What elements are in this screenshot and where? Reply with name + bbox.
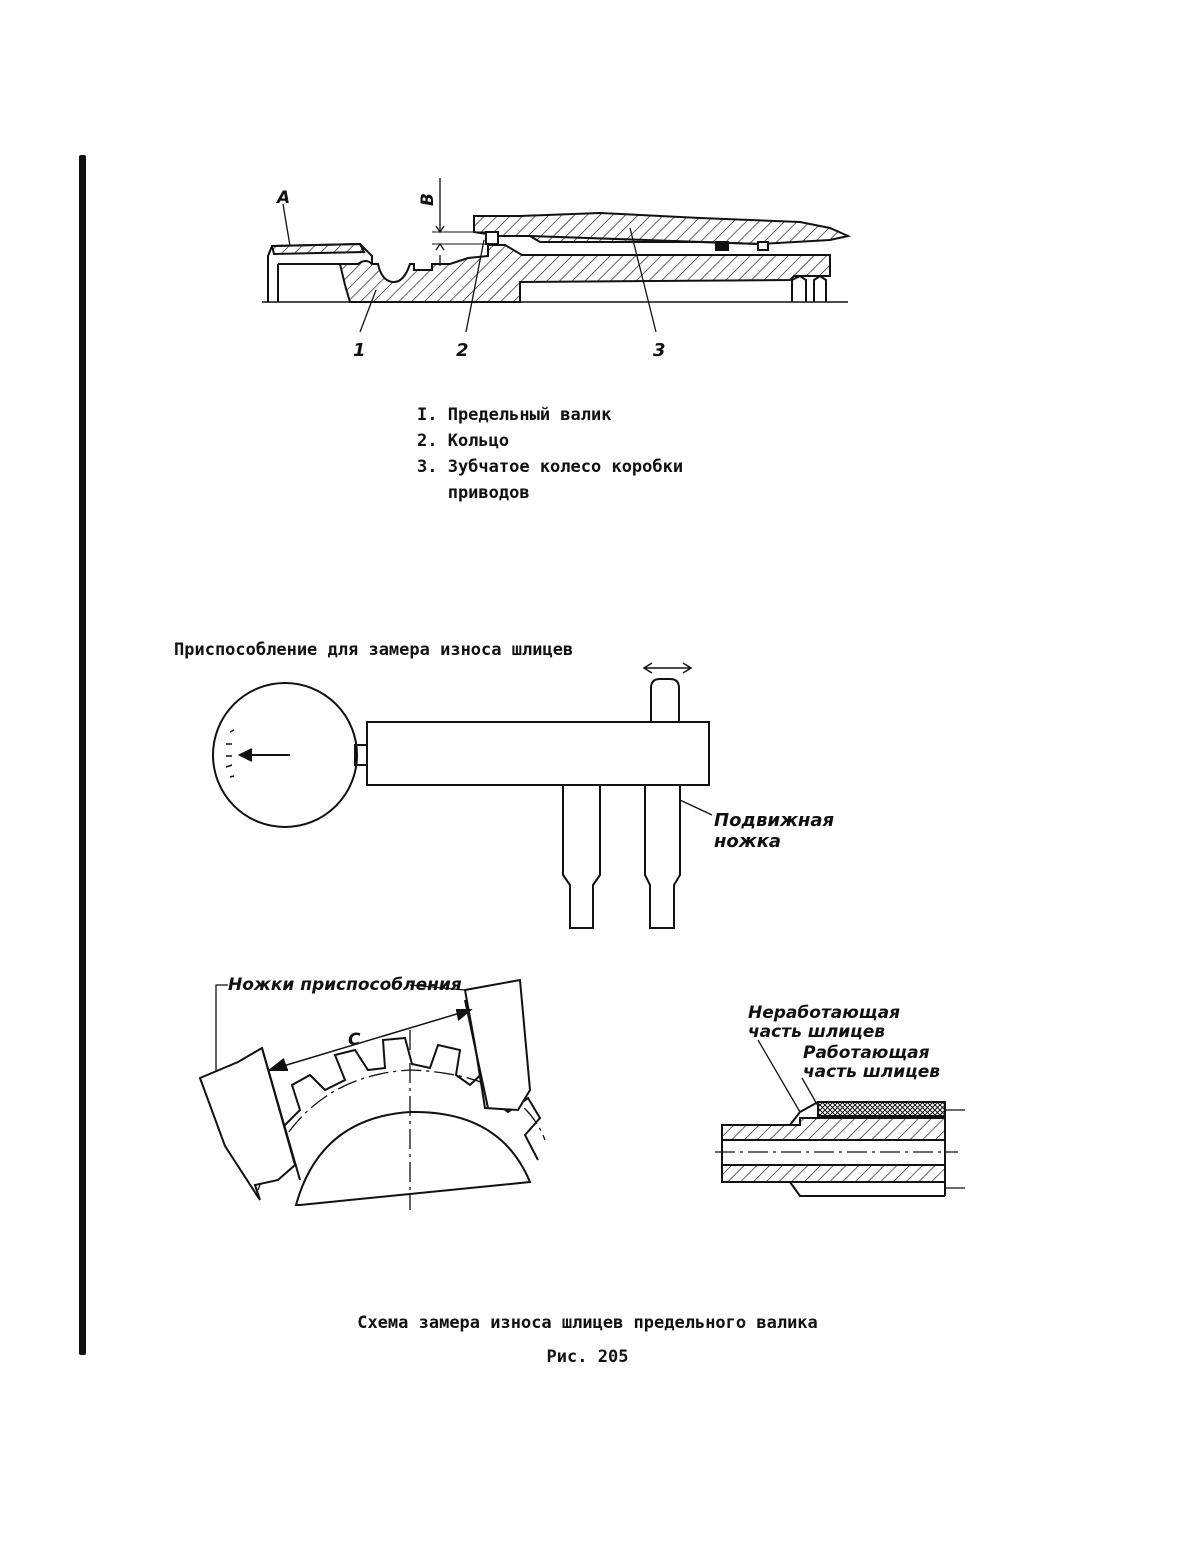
nonworking-label-1: Неработающая xyxy=(748,1003,900,1023)
legend-item-2: 2. Кольцо xyxy=(417,431,510,451)
shaft-section-drawing xyxy=(262,178,852,333)
label-a: A xyxy=(275,188,290,208)
dimension-c-label: C xyxy=(348,1030,361,1050)
figure-legend: I. Предельный валик 2. Кольцо 3. Зубчато… xyxy=(417,402,683,506)
nonworking-label-2: часть шлицев xyxy=(748,1022,885,1042)
legend-item-3: 3. Зубчатое колесо коробки xyxy=(417,457,684,477)
working-label-2: часть шлицев xyxy=(803,1062,940,1082)
working-label-1: Работающая xyxy=(803,1043,930,1063)
fixture-title: Приспособление для замера износа шлицев xyxy=(174,640,574,660)
label-1: 1 xyxy=(353,340,366,361)
left-leg xyxy=(198,1046,297,1201)
movable-leg-label-2: ножка xyxy=(714,831,781,852)
gear-body xyxy=(294,1110,532,1206)
dial-gauge xyxy=(212,682,358,828)
left-margin-bar xyxy=(79,155,86,1355)
legend-item-1: I. Предельный валик xyxy=(417,405,612,425)
legend-item-3-continued: приводов xyxy=(417,483,530,503)
fixed-leg xyxy=(562,785,601,929)
gear-3-section xyxy=(473,211,852,246)
movable-leg xyxy=(644,785,681,929)
shaft-1-section xyxy=(278,244,831,303)
label-3: 3 xyxy=(653,340,666,361)
figure-number: Рис. 205 xyxy=(546,1347,629,1367)
measuring-fixture-drawing xyxy=(212,662,713,929)
label-b: B xyxy=(418,193,438,206)
figure-caption: Схема замера износа шлицев предельного в… xyxy=(357,1313,818,1333)
fixture-beam xyxy=(366,721,710,786)
spline-measurement-drawing xyxy=(198,978,546,1210)
spline-shaft-drawing xyxy=(715,1039,965,1197)
ring-2 xyxy=(485,231,499,245)
legs-label: Ножки приспособления xyxy=(228,975,462,995)
working-spline-zone xyxy=(817,1101,946,1117)
movable-leg-label-1: Подвижная xyxy=(714,810,834,831)
label-2: 2 xyxy=(456,340,469,361)
